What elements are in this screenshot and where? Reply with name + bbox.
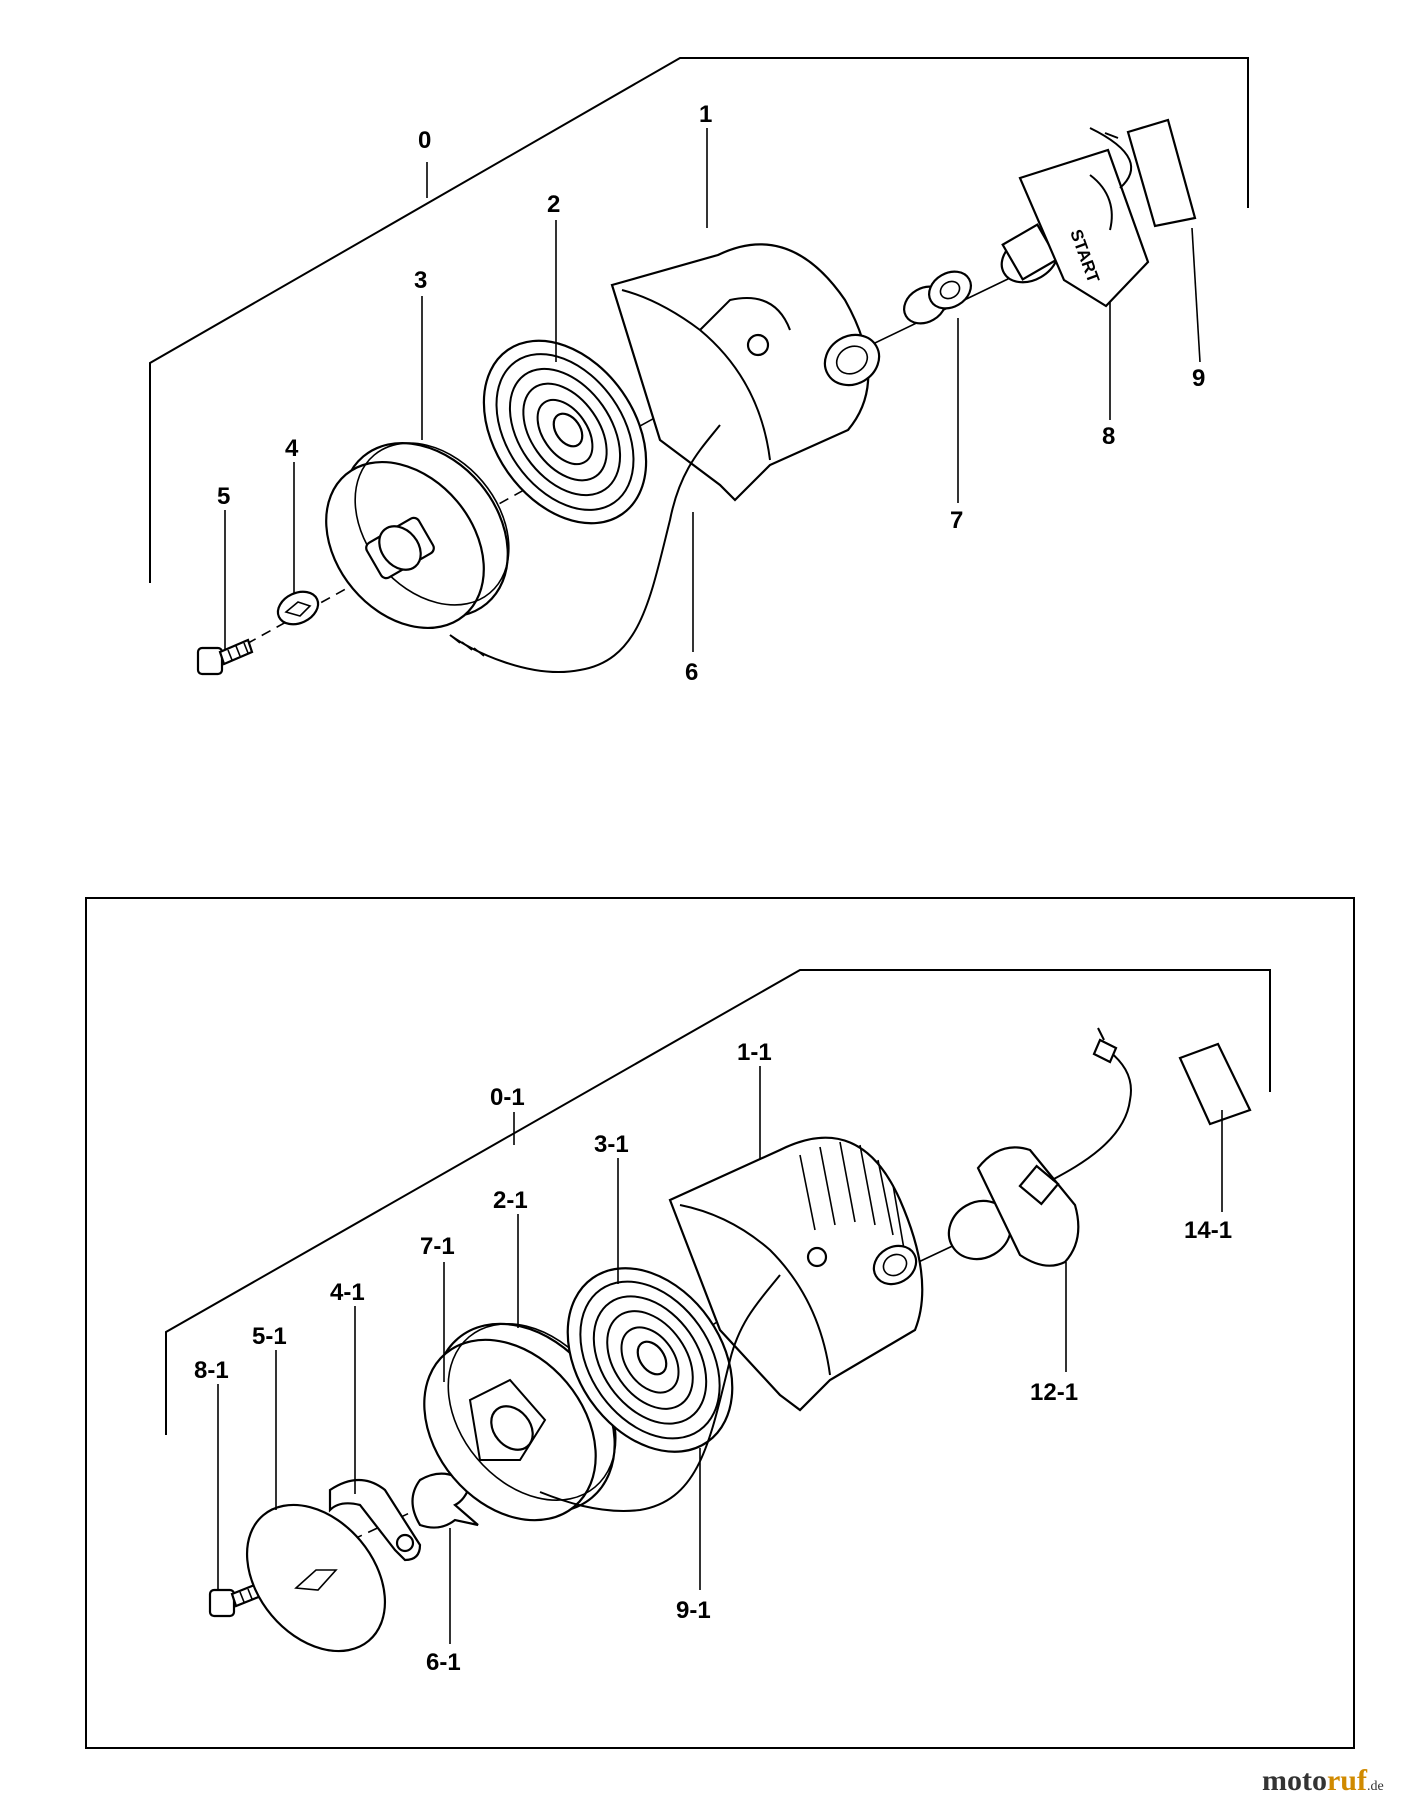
label-5: 5: [217, 483, 230, 510]
part-4-1-ratchet: [328, 1478, 422, 1562]
label-5-1: 5-1: [252, 1323, 287, 1350]
part-7-bushing: [903, 270, 972, 325]
label-1: 1: [699, 101, 712, 128]
watermark-text-b: ruf: [1327, 1764, 1368, 1797]
part-3-1-spring: [566, 1267, 734, 1453]
label-4-1: 4-1: [330, 1279, 365, 1306]
label-9-1: 9-1: [676, 1597, 711, 1624]
label-8: 8: [1102, 423, 1115, 450]
label-1-1: 1-1: [737, 1039, 772, 1066]
label-7-1: 7-1: [420, 1233, 455, 1260]
leader-9: [1191, 227, 1201, 363]
part-4-washer: [276, 590, 320, 626]
lower-assembly-bracket: [165, 969, 1271, 1435]
label-7: 7: [950, 507, 963, 534]
upper-assembly-bracket: [149, 57, 1249, 583]
upper-assembly: START 0 1 2 3 4 5 6 7 8 9: [149, 57, 1249, 686]
label-0-1: 0-1: [490, 1084, 525, 1111]
label-2-1: 2-1: [493, 1187, 528, 1214]
label-2: 2: [547, 191, 560, 218]
part-6-rope-end: [449, 634, 485, 657]
label-9: 9: [1192, 365, 1205, 392]
lower-frame: [85, 897, 1355, 1749]
label-14-1: 14-1: [1184, 1217, 1232, 1244]
part-5-screw: [196, 638, 254, 676]
label-4: 4: [285, 435, 299, 462]
part-12-1-handle: [947, 1027, 1132, 1267]
lower-assembly: 0-1 1-1 2-1 3-1 4-1 5-1 6-1 7-1 8-1 9-1 …: [85, 897, 1355, 1749]
part-9-cover: [1089, 118, 1197, 228]
label-6-1: 6-1: [426, 1649, 461, 1676]
part-14-1-cover: [1178, 1042, 1252, 1126]
label-0: 0: [418, 127, 431, 154]
part-3-pulley: [325, 442, 510, 630]
label-6: 6: [685, 659, 698, 686]
part-8-handle: START: [1000, 148, 1150, 308]
watermark-text-a: moto: [1262, 1764, 1327, 1797]
label-3: 3: [414, 267, 427, 294]
svg-text:motoruf.de: motoruf.de: [1262, 1764, 1384, 1797]
part-6-rope: [449, 424, 721, 673]
part-5-1-plate: [245, 1503, 387, 1653]
part-2-spring: [482, 339, 648, 525]
watermark: motoruf.de: [1262, 1764, 1384, 1797]
label-8-1: 8-1: [194, 1357, 229, 1384]
label-12-1: 12-1: [1030, 1379, 1078, 1406]
label-3-1: 3-1: [594, 1131, 629, 1158]
part-1-housing: [610, 243, 881, 502]
watermark-text-c: .de: [1367, 1779, 1384, 1794]
part-1-1-housing: [668, 1136, 924, 1412]
part-2-1-pulley: [423, 1322, 617, 1522]
